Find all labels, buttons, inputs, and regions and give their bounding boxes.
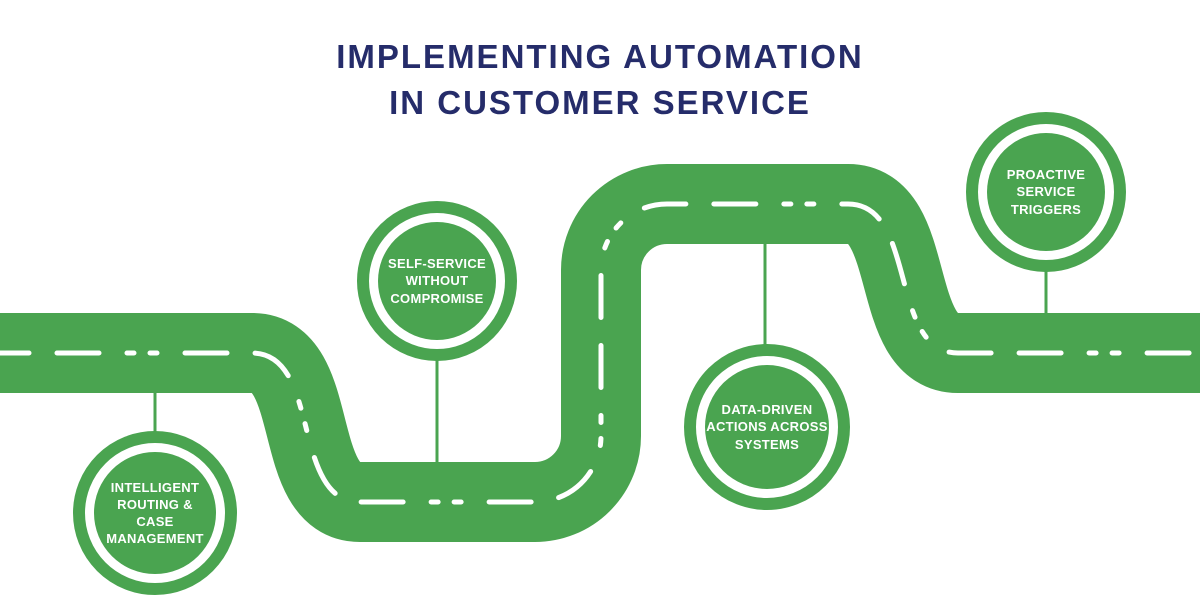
milestone-disc: INTELLIGENT ROUTING & CASE MANAGEMENT [94,452,216,574]
milestone-self-service: SELF-SERVICE WITHOUT COMPROMISE [357,201,517,361]
milestone-label: INTELLIGENT ROUTING & CASE MANAGEMENT [106,479,204,548]
milestone-label-line: INTELLIGENT [110,479,200,495]
milestone-label-line: SYSTEMS [734,436,800,452]
page-title-line-2: IN CUSTOMER SERVICE [389,83,811,121]
milestone-label-line: PROACTIVE [1006,167,1086,183]
milestone-disc: DATA-DRIVEN ACTIONS ACROSS SYSTEMS [705,365,829,489]
milestone-label-line: ROUTING & [117,496,193,512]
milestone-intelligent-routing: INTELLIGENT ROUTING & CASE MANAGEMENT [73,431,237,595]
milestone-label-line: CASE [136,514,174,529]
milestone-disc: SELF-SERVICE WITHOUT COMPROMISE [378,222,496,340]
road-center-dashes [0,201,1200,505]
page-title: IMPLEMENTING AUTOMATION IN CUSTOMER SERV… [0,34,1200,125]
milestone-label: SELF-SERVICE WITHOUT COMPROMISE [388,255,486,306]
milestone-label-line: DATA-DRIVEN [721,402,813,418]
milestone-label: PROACTIVE SERVICE TRIGGERS [1007,166,1086,217]
milestone-label-line: WITHOUT [405,273,469,289]
milestone-disc: PROACTIVE SERVICE TRIGGERS [987,133,1105,251]
page-title-line-1: IMPLEMENTING AUTOMATION [336,38,864,76]
milestone-data-driven-actions: DATA-DRIVEN ACTIONS ACROSS SYSTEMS [684,344,850,510]
milestone-label-line: SELF-SERVICE [388,256,486,272]
milestone-label-line: TRIGGERS [1010,201,1082,217]
milestone-label-line: ACTIONS ACROSS [706,419,828,435]
milestone-label: DATA-DRIVEN ACTIONS ACROSS SYSTEMS [706,401,827,452]
milestone-label-line: MANAGEMENT [106,531,204,547]
milestone-proactive-triggers: PROACTIVE SERVICE TRIGGERS [966,112,1126,272]
milestone-label-line: SERVICE [1016,184,1076,200]
milestone-label-line: COMPROMISE [390,290,484,306]
